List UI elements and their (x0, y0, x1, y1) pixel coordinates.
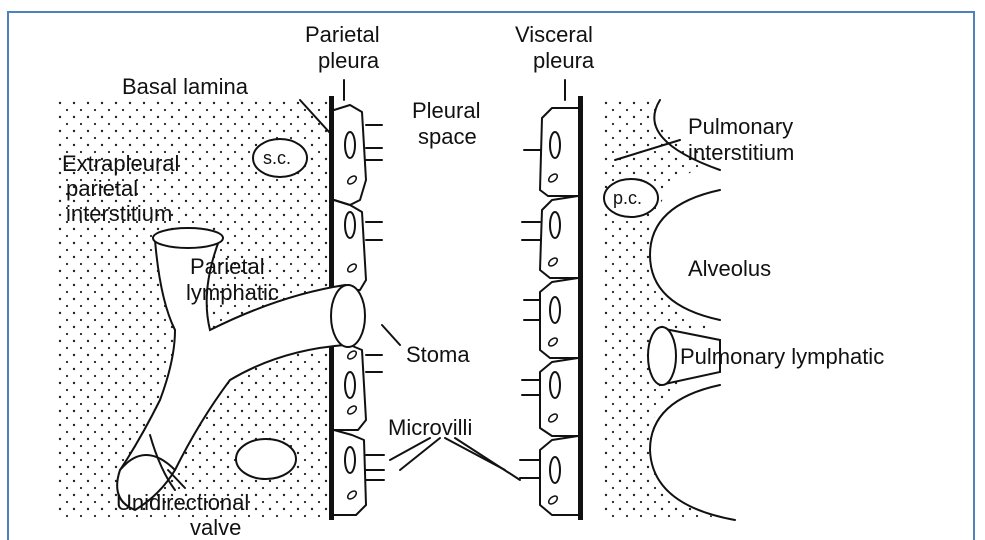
label-parietal-pleura-2: pleura (318, 48, 380, 73)
label-parietal-pleura-1: Parietal (305, 22, 380, 47)
label-pulmonary-lymphatic: Pulmonary lymphatic (680, 344, 884, 369)
label-pleural-space-2: space (418, 124, 477, 149)
label-stoma: Stoma (406, 342, 470, 367)
label-extrapleural-1: Extrapleural (62, 151, 179, 176)
label-visceral-pleura-2: pleura (533, 48, 595, 73)
blank-circle (236, 439, 296, 479)
label-extrapleural-2: parietal (66, 176, 138, 201)
stoma-pointer (382, 325, 400, 345)
label-visceral-pleura-1: Visceral (515, 22, 593, 47)
label-pulmonary-interstitium-2: interstitium (688, 140, 794, 165)
label-parietal-lymphatic-1: Parietal (190, 254, 265, 279)
label-pulmonary-interstitium-1: Pulmonary (688, 114, 793, 139)
label-unidirectional-2: valve (190, 515, 241, 540)
label-pc: p.c. (613, 188, 642, 208)
label-sc: s.c. (263, 148, 291, 168)
microvilli-pointer-right-2 (455, 438, 520, 480)
label-parietal-lymphatic-2: lymphatic (186, 280, 279, 305)
visceral-pleura-membrane (578, 96, 583, 520)
microvilli-pointer-left (390, 438, 430, 460)
label-unidirectional-1: Unidirectional (116, 490, 249, 515)
label-extrapleural-3: interstitium (66, 201, 172, 226)
visceral-mesothelial-cells (520, 108, 578, 515)
label-microvilli: Microvilli (388, 415, 472, 440)
label-alveolus: Alveolus (688, 256, 771, 281)
label-pleural-space-1: Pleural (412, 98, 480, 123)
label-basal-lamina: Basal lamina (122, 74, 249, 99)
